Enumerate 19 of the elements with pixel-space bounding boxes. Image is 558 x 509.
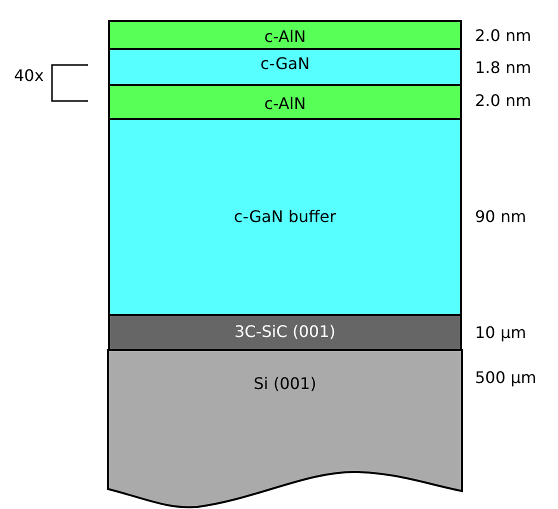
thickness-label: 1.8 nm: [475, 59, 532, 77]
thickness-label: 500 µm: [475, 369, 536, 387]
layer-label: 3C-SiC (001): [233, 323, 336, 341]
layer: [108, 48, 462, 86]
layer: [108, 84, 462, 120]
layer: [107, 349, 463, 509]
thickness-label: 90 nm: [475, 208, 526, 226]
repeat-count: 40x: [14, 67, 44, 85]
thickness-label: 10 µm: [475, 324, 526, 342]
layer-label: Si (001): [252, 375, 318, 393]
layer: [108, 118, 462, 316]
layer-label: c-GaN: [259, 55, 311, 73]
thickness-label: 2.0 nm: [475, 27, 532, 45]
layer: [108, 20, 462, 50]
layer: [108, 314, 462, 351]
layer-label: c-AlN: [263, 28, 307, 46]
layer-label: c-GaN buffer: [232, 208, 338, 226]
layer-label: c-AlN: [263, 95, 307, 113]
thickness-label: 2.0 nm: [475, 92, 532, 110]
